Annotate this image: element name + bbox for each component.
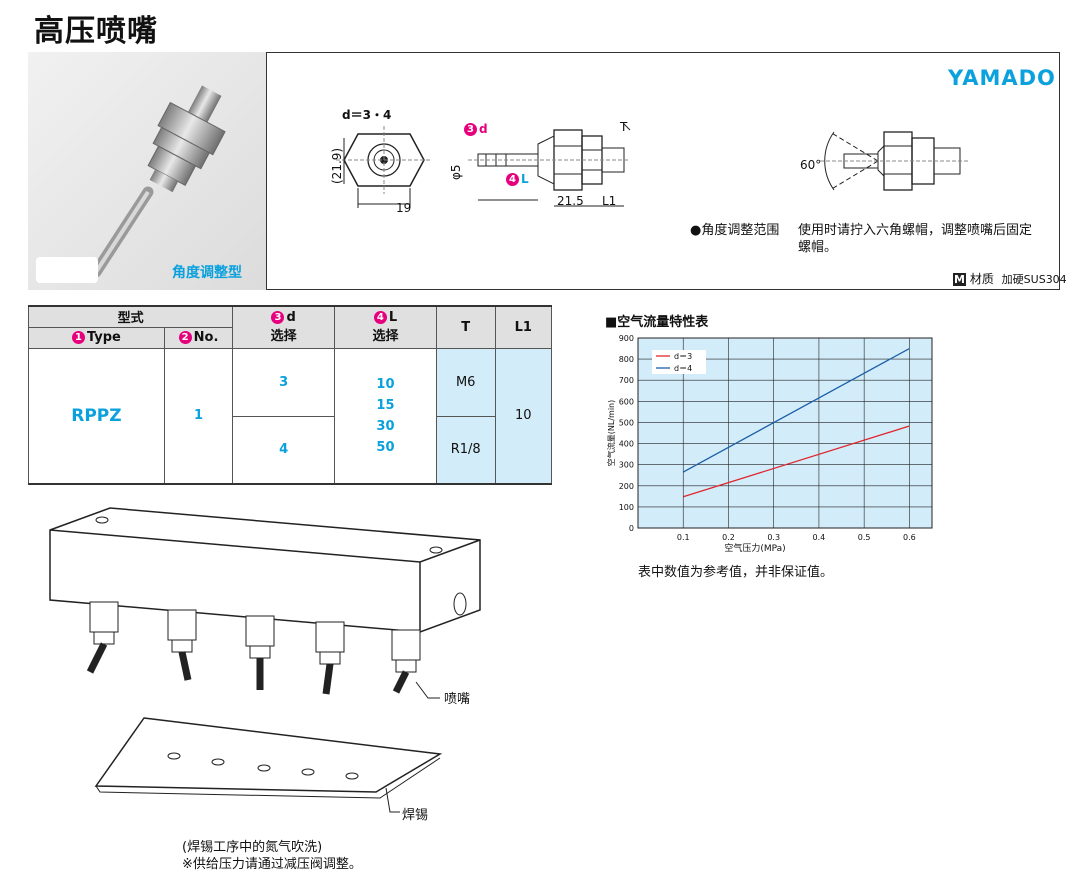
flow-chart: 0 100 200 300 400 500 600 700 800 900 0.1 0.2 0.3 0.4… [606, 334, 933, 554]
header-model: 型式 [27, 305, 234, 328]
drawing-21-5-dim: 21.5 [557, 194, 584, 208]
angle-note-line2: 螺帽。 [798, 240, 838, 255]
material-label: 材质 [969, 272, 994, 286]
solder-plate [94, 717, 443, 793]
angle-note-title: ●角度调整范围 [690, 223, 780, 238]
y-tick-label: 100 [619, 503, 634, 512]
legend-bg [652, 362, 706, 374]
d-value: 3 [232, 347, 336, 417]
T-value: R1/8 [435, 415, 496, 485]
drawing-L1-dim: L1 [602, 194, 617, 208]
no-value: 1 [163, 347, 234, 485]
y-tick-label: 700 [619, 376, 634, 385]
L1-value: 10 [494, 347, 552, 485]
y-tick-label: 900 [619, 334, 634, 343]
legend-bg [652, 350, 706, 362]
y-tick-label: 600 [619, 397, 634, 406]
angle-note-line1: 使用时请拧入六角螺帽，调整喷嘴后固定 [798, 223, 1033, 238]
photo-label-box [36, 257, 98, 283]
illustration-caption-1: (焊锡工序中的氮气吹洗) [182, 840, 323, 855]
material-icon: M [953, 273, 966, 286]
y-tick-label: 200 [619, 482, 634, 491]
x-axis-label: 空气压力(MPa) [724, 542, 785, 554]
drawing-width-dim: 19 [396, 201, 412, 215]
d-value: 4 [232, 415, 336, 485]
series-line [682, 347, 910, 473]
x-tick-label: 0.4 [813, 533, 826, 542]
header-T: T [435, 305, 496, 349]
drawing-angle: 60° [800, 158, 822, 172]
technical-drawing [336, 123, 631, 208]
x-tick-label: 0.6 [903, 533, 916, 542]
drawing-phi5-dim: φ5 [449, 164, 463, 180]
legend-label: d＝4 [674, 364, 692, 373]
nozzle-array [86, 601, 421, 695]
x-tick-label: 0.3 [767, 533, 780, 542]
type-value: RPPZ [28, 347, 165, 485]
label-nozzle: 喷嘴 [444, 692, 471, 707]
drawing-d-label: d＝3・4 [342, 108, 392, 122]
drawing-T-dim: T [620, 120, 628, 134]
series-line [683, 425, 910, 498]
drawing-height-dim: (21.9) [330, 147, 344, 184]
y-axis-label: 空气流量(NL/min) [606, 400, 616, 466]
nozzle-photo-illustration [90, 85, 226, 278]
y-tick-label: 300 [619, 461, 634, 470]
page-title: 高压喷嘴 [34, 14, 158, 49]
header-L1: L1 [494, 305, 552, 349]
product-photo [28, 52, 267, 290]
brand-name: YAMADO [948, 66, 1056, 90]
y-tick-label: 400 [619, 440, 634, 449]
legend-label: d＝3 [674, 352, 692, 361]
material-row: M 材质 加硬SUS304 [953, 270, 1067, 287]
y-tick-label: 0 [629, 524, 634, 533]
illustration-caption-2: ※供给压力请通过减压阀调整。 [182, 857, 362, 872]
y-tick-label: 800 [619, 355, 634, 364]
x-tick-label: 0.1 [677, 533, 690, 542]
material-value: 加硬SUS304 [1001, 273, 1067, 286]
x-tick-label: 0.5 [858, 533, 871, 542]
T-value: M6 [435, 347, 496, 417]
chart-note: 表中数值为参考值，并非保证值。 [638, 565, 834, 580]
chart-title: ■空气流量特性表 [605, 315, 709, 330]
label-solder: 焊锡 [402, 808, 429, 823]
x-tick-label: 0.2 [722, 533, 735, 542]
y-tick-label: 500 [619, 418, 634, 427]
application-illustration [49, 507, 481, 813]
angle-drawing [820, 131, 970, 191]
photo-caption: 角度调整型 [172, 265, 242, 281]
